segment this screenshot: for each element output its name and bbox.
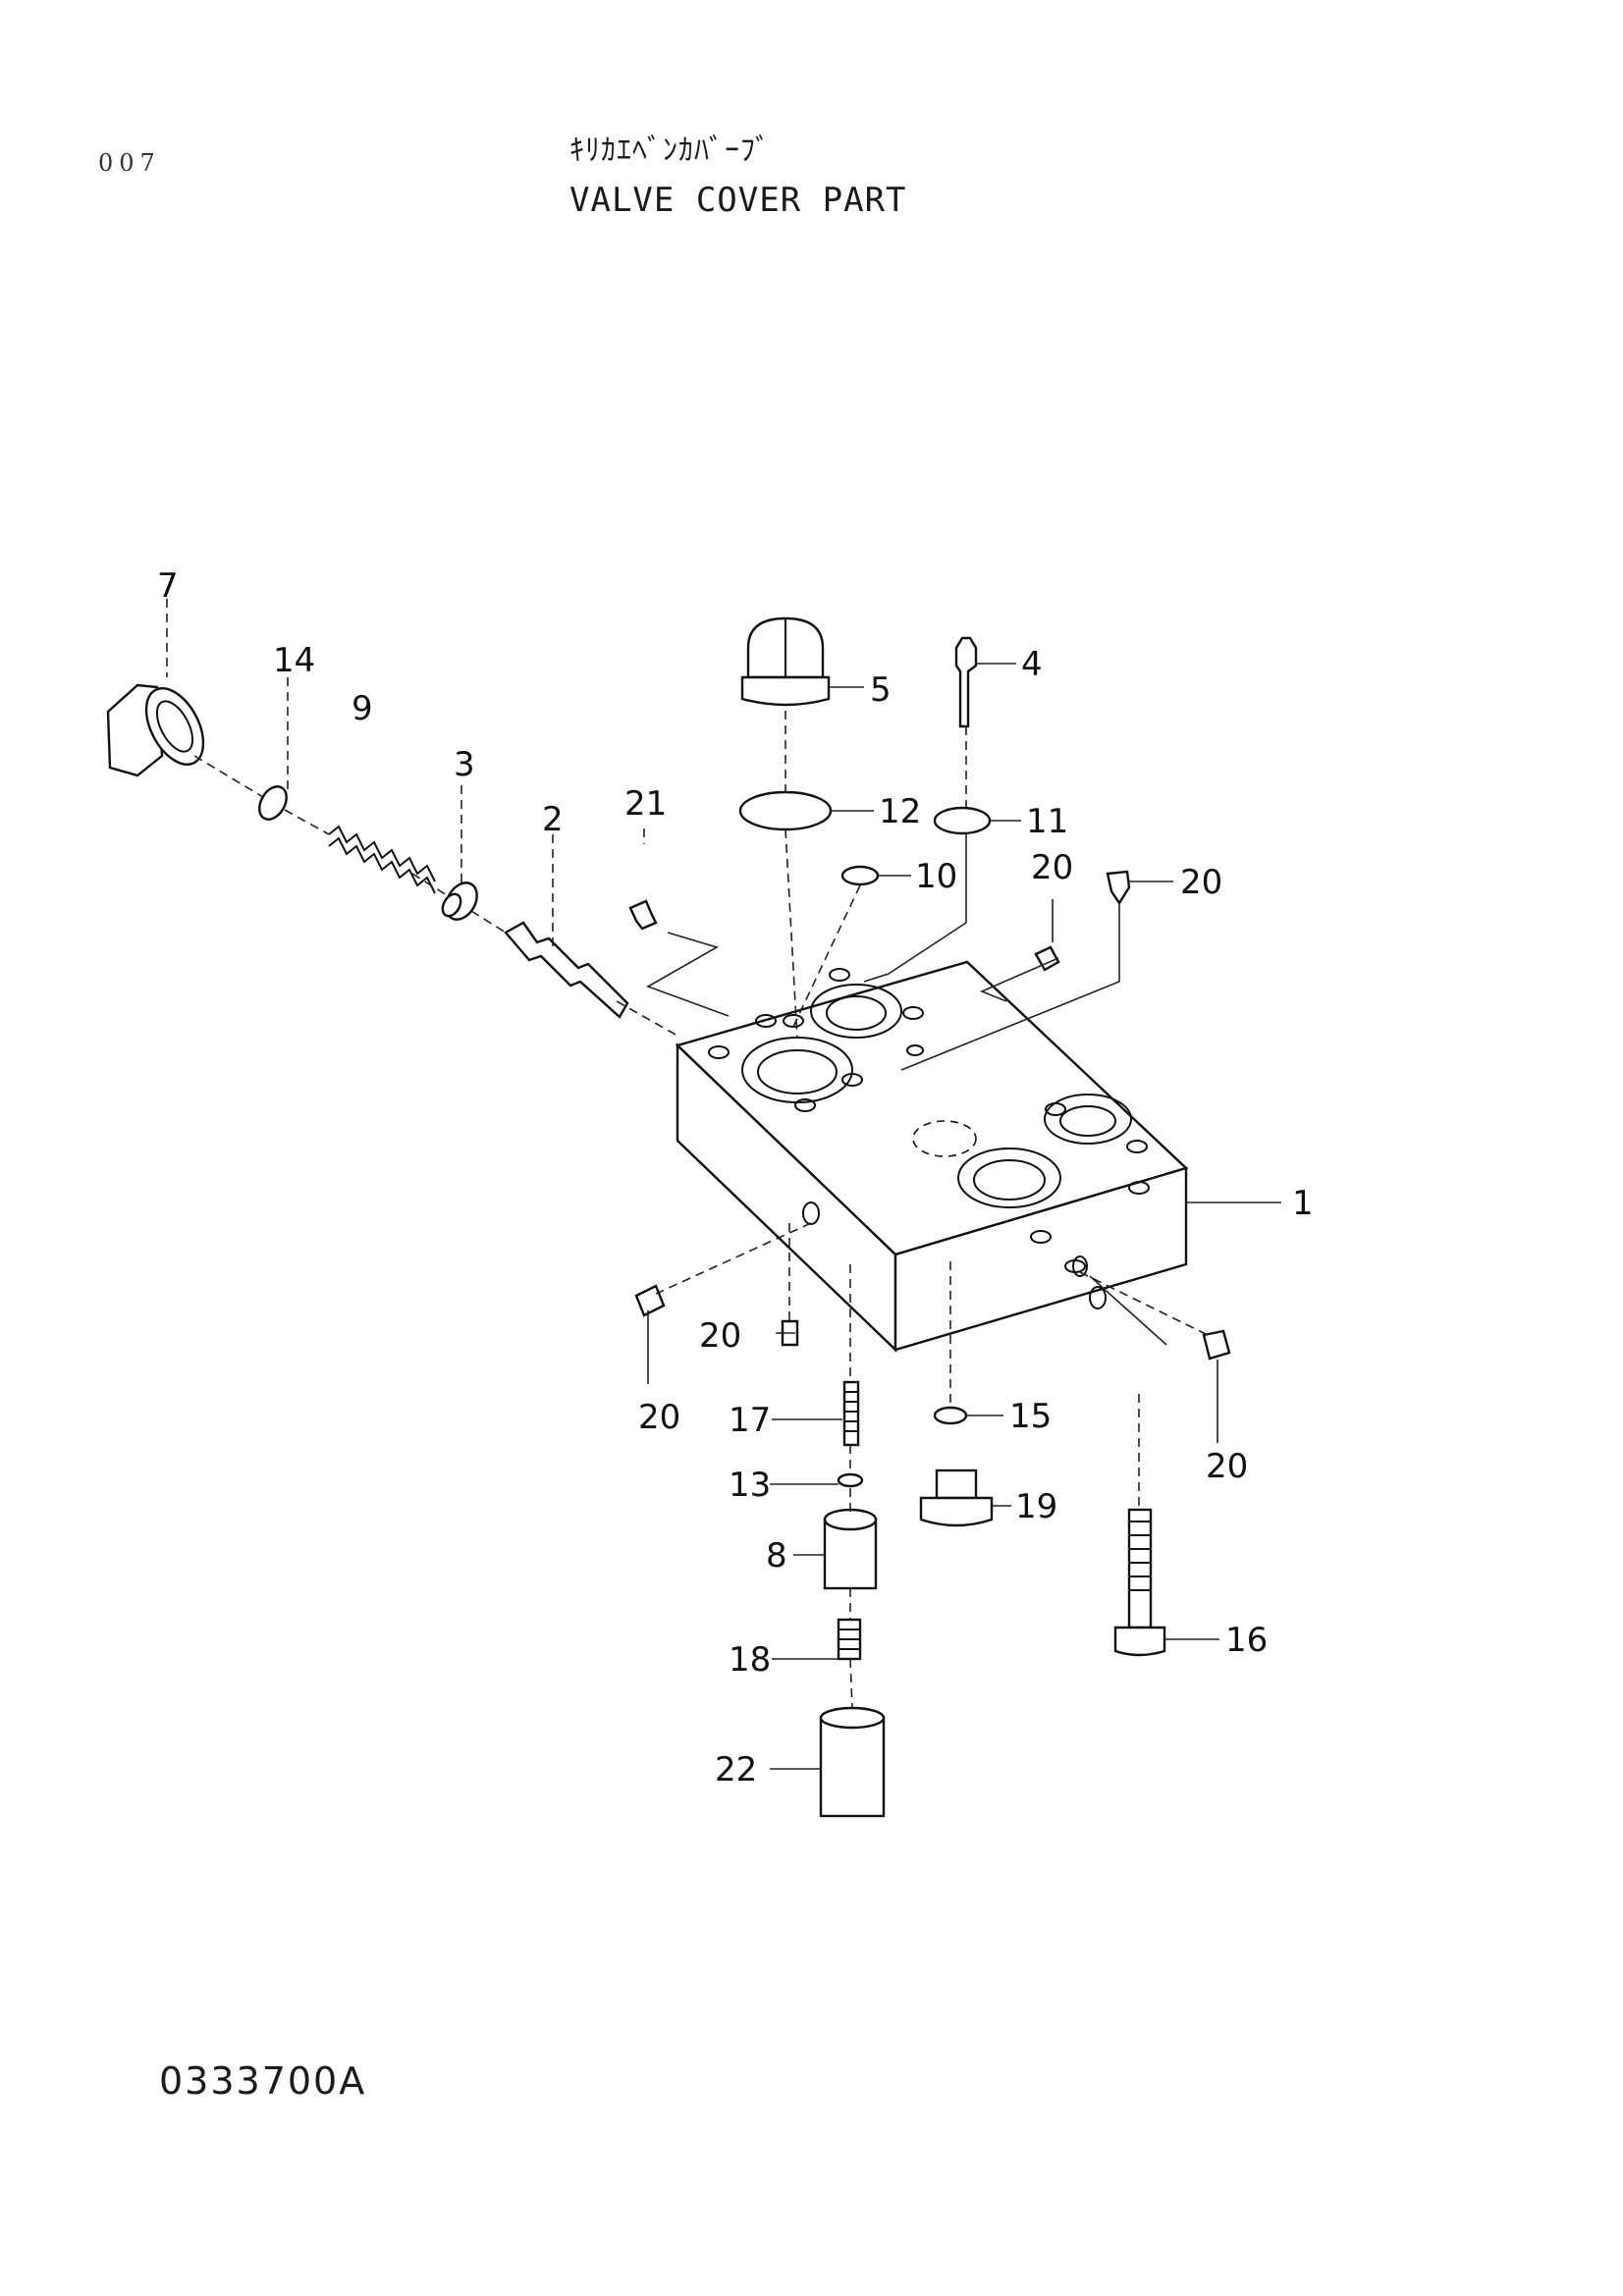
callout-3: 3 <box>454 745 475 784</box>
callout-16: 16 <box>1225 1621 1268 1660</box>
callout-12: 12 <box>879 792 921 831</box>
callout-14: 14 <box>273 641 315 680</box>
callout-5: 5 <box>870 670 892 710</box>
callout-20-bottom-right: 20 <box>1206 1447 1248 1486</box>
callout-18: 18 <box>729 1640 771 1680</box>
set-screw-part-17 <box>842 1380 860 1447</box>
plug-part-19 <box>919 1468 994 1527</box>
o-ring-part-12 <box>738 790 833 831</box>
callout-20-bottom-center: 20 <box>699 1316 741 1356</box>
callout-8: 8 <box>766 1536 787 1575</box>
callout-19: 19 <box>1015 1487 1057 1526</box>
plug-part-20-e <box>1202 1329 1231 1361</box>
plug-part-7 <box>106 683 205 777</box>
spool-part-2 <box>504 921 629 1019</box>
title-english: VALVE COVER PART <box>569 181 907 220</box>
cap-part-5 <box>740 616 831 707</box>
sleeve-part-8 <box>823 1508 878 1590</box>
o-ring-part-13 <box>837 1472 864 1488</box>
callout-15: 15 <box>1009 1397 1052 1436</box>
callout-10: 10 <box>915 857 957 896</box>
callout-17: 17 <box>729 1401 771 1440</box>
callout-2: 2 <box>542 800 564 839</box>
poppet-part-3 <box>441 881 478 921</box>
callout-11: 11 <box>1026 802 1068 841</box>
drawing-code: 0333700A <box>159 2059 367 2103</box>
callout-20-bottom-left: 20 <box>638 1398 680 1437</box>
o-ring-part-14 <box>258 785 288 821</box>
callout-7: 7 <box>157 566 179 606</box>
sleeve-part-22 <box>819 1706 886 1818</box>
valve-cover-body <box>675 960 1189 1353</box>
callout-21: 21 <box>624 784 667 824</box>
callout-20-top-right: 20 <box>1180 863 1222 902</box>
callout-9: 9 <box>352 689 373 728</box>
plug-part-21 <box>628 899 658 931</box>
page-number: 007 <box>98 149 161 177</box>
o-ring-part-11 <box>933 806 992 835</box>
o-ring-part-10 <box>840 865 880 886</box>
callout-22: 22 <box>715 1750 757 1789</box>
plug-part-20-c <box>634 1284 666 1317</box>
callout-4: 4 <box>1021 645 1043 684</box>
pin-part-4 <box>954 636 978 728</box>
callout-20-top-center: 20 <box>1031 848 1073 887</box>
o-ring-part-15 <box>933 1406 968 1425</box>
bolt-part-16 <box>1113 1508 1166 1657</box>
plug-part-20-b <box>1106 870 1131 906</box>
callout-13: 13 <box>729 1466 771 1505</box>
screw-part-18 <box>837 1618 862 1661</box>
title-japanese: ｷﾘｶｴﾍﾞﾝｶﾊﾞｰﾌﾞ <box>569 133 771 168</box>
callout-1: 1 <box>1292 1184 1314 1223</box>
spring-part-9 <box>328 825 436 894</box>
